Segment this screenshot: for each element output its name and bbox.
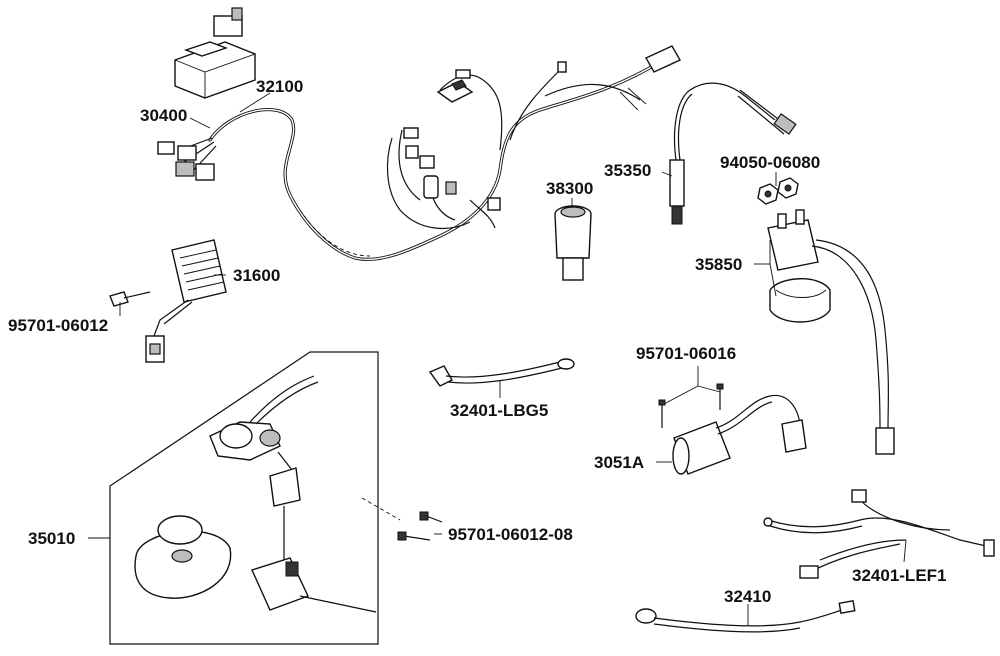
- label-95701-06016: 95701-06016: [636, 344, 736, 363]
- label-31600: 31600: [233, 266, 280, 285]
- part-labels: 30400 32100 31600 95701-06012 38300 3535…: [8, 77, 947, 606]
- label-95701-06012-08: 95701-06012-08: [448, 525, 573, 544]
- label-38300: 38300: [546, 179, 593, 198]
- label-32410: 32410: [724, 587, 771, 606]
- ignition-switch-35010: [109, 351, 379, 645]
- label-95701-06012: 95701-06012: [8, 316, 108, 335]
- label-35850: 35850: [695, 255, 742, 274]
- screws-95701-06012-08: [361, 497, 443, 541]
- label-94050-06080: 94050-06080: [720, 153, 820, 172]
- sensor-35350: [669, 82, 797, 225]
- main-harness-32100: [157, 45, 681, 261]
- leader-lines: [88, 92, 907, 626]
- cable-32410: [635, 600, 856, 633]
- button-38300: [554, 205, 592, 281]
- ground-cable-32401-lbg5: [428, 358, 575, 387]
- label-32401-lbg5: 32401-LBG5: [450, 401, 548, 420]
- label-35010: 35010: [28, 529, 75, 548]
- harness-32401-lef1: [763, 489, 995, 579]
- label-3051a: 3051A: [594, 453, 644, 472]
- label-30400: 30400: [140, 106, 187, 125]
- label-32401-lef1: 32401-LEF1: [852, 566, 947, 585]
- regulator-31600: [109, 239, 227, 363]
- relay-30400: [174, 7, 256, 99]
- starter-relay-35850: [767, 209, 895, 455]
- label-32100: 32100: [256, 77, 303, 96]
- ignition-coil-3051a: [658, 383, 807, 475]
- label-35350: 35350: [604, 161, 651, 180]
- nuts-94050-06080: [757, 177, 799, 205]
